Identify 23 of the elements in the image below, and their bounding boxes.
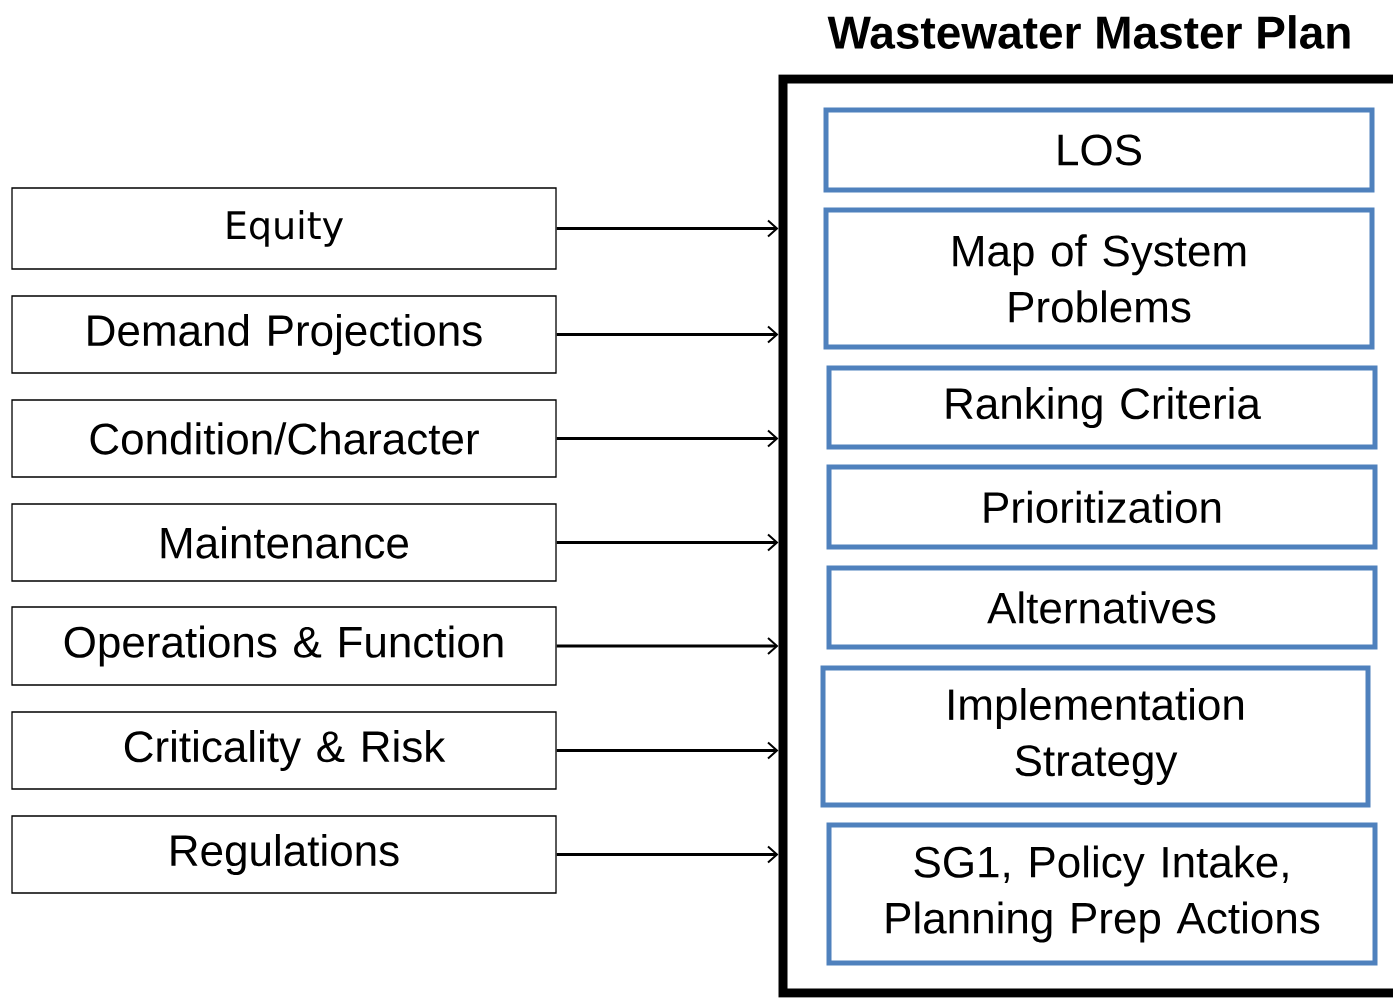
plan-step-box: Alternatives bbox=[826, 565, 1378, 650]
input-box: Regulations bbox=[11, 815, 557, 894]
plan-step-box: SG1, Policy Intake, Planning Prep Actions bbox=[826, 822, 1378, 966]
input-box: Demand Projections bbox=[11, 295, 557, 374]
arrow bbox=[556, 845, 779, 864]
arrow bbox=[556, 637, 779, 655]
plan-frame bbox=[778, 74, 1393, 998]
title: Wastewater Master Plan bbox=[827, 15, 1350, 49]
plan-step-box: Implementation Strategy bbox=[820, 665, 1371, 808]
plan-step-box: Ranking Criteria bbox=[826, 365, 1378, 450]
input-box: Criticality & Risk bbox=[11, 711, 557, 790]
input-box: Condition/Character bbox=[11, 399, 557, 478]
input-box: Equity bbox=[11, 187, 557, 270]
plan-step-box: Prioritization bbox=[826, 464, 1378, 550]
plan-step-box: Map of System Problems bbox=[823, 207, 1375, 350]
input-box: Maintenance bbox=[11, 503, 557, 582]
arrow bbox=[556, 325, 779, 344]
arrow bbox=[556, 429, 779, 448]
arrow bbox=[556, 219, 779, 238]
arrow bbox=[556, 741, 779, 760]
arrow bbox=[556, 533, 779, 552]
input-box: Operations & Function bbox=[11, 606, 557, 686]
plan-step-box: LOS bbox=[823, 107, 1375, 193]
